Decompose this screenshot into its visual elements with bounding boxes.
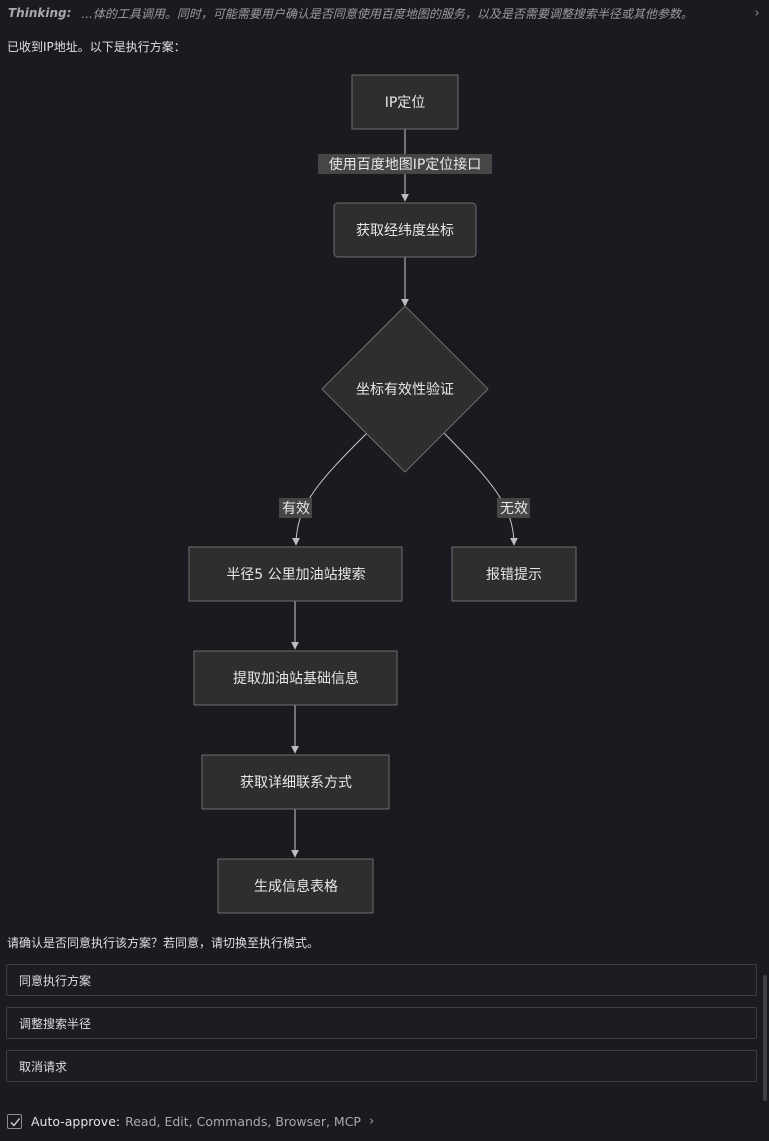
option-approve-button[interactable]: 同意执行方案: [6, 964, 757, 996]
auto-approve-checkbox[interactable]: [7, 1113, 22, 1129]
node-contact-label: 获取详细联系方式: [240, 775, 352, 791]
edge-label-bg-invalid: [497, 498, 530, 518]
node-search-label: 半径5 公里加油站搜索: [226, 566, 365, 583]
node-coords: [333, 202, 477, 258]
node-table: [217, 858, 374, 914]
node-coords-label: 获取经纬度坐标: [356, 223, 454, 239]
thinking-row[interactable]: Thinking: ...体的工具调用。同时，可能需要用户确认是否同意使用百度地…: [0, 0, 769, 26]
node-table-label: 生成信息表格: [254, 878, 338, 895]
node-basic-label: 提取加油站基础信息: [233, 670, 359, 687]
auto-approve-label: Auto-approve:: [31, 1113, 121, 1129]
thinking-label: Thinking:: [8, 6, 72, 20]
edge-valid: [292, 432, 368, 546]
check-icon: [10, 1117, 21, 1127]
node-contact: [201, 754, 390, 810]
node-basic: [193, 650, 398, 706]
confirm-question: 请确认是否同意执行该方案？若同意，请切换至执行模式。: [7, 936, 320, 950]
node-validate: [321, 305, 489, 473]
node-ip: [351, 74, 459, 130]
node-error: [451, 546, 577, 602]
edge-label-bg-valid: [279, 498, 312, 518]
edge-label-ip: 使用百度地图IP定位接口: [329, 156, 482, 173]
edge-invalid: [443, 432, 518, 546]
node-ip-label: IP定位: [385, 95, 426, 111]
thinking-text: ...体的工具调用。同时，可能需要用户确认是否同意使用百度地图的服务，以及是否需…: [81, 6, 693, 21]
chevron-right-icon[interactable]: ›: [754, 5, 760, 21]
received-message: 已收到IP地址。以下是执行方案：: [7, 40, 186, 54]
flowchart: IP定位 获取经纬度坐标 坐标有效性验证 半径5 公里加油站搜索 报错提示 提取…: [188, 74, 577, 914]
edge-label-invalid: 无效: [500, 501, 528, 517]
node-error-label: 报错提示: [486, 567, 542, 583]
node-search: [188, 546, 403, 602]
scrollbar[interactable]: [763, 975, 767, 1101]
option-cancel-button[interactable]: 取消请求: [6, 1050, 757, 1082]
auto-approve-value: Read, Edit, Commands, Browser, MCP: [125, 1113, 361, 1129]
edge-label-valid: 有效: [282, 501, 310, 517]
option-adjust-radius-button[interactable]: 调整搜索半径: [6, 1007, 757, 1039]
node-validate-label: 坐标有效性验证: [356, 382, 454, 398]
auto-approve-row[interactable]: Auto-approve: Read, Edit, Commands, Brow…: [7, 1112, 374, 1130]
chevron-right-icon[interactable]: ›: [368, 1113, 375, 1129]
edge-label-bg-ip: [318, 154, 492, 174]
